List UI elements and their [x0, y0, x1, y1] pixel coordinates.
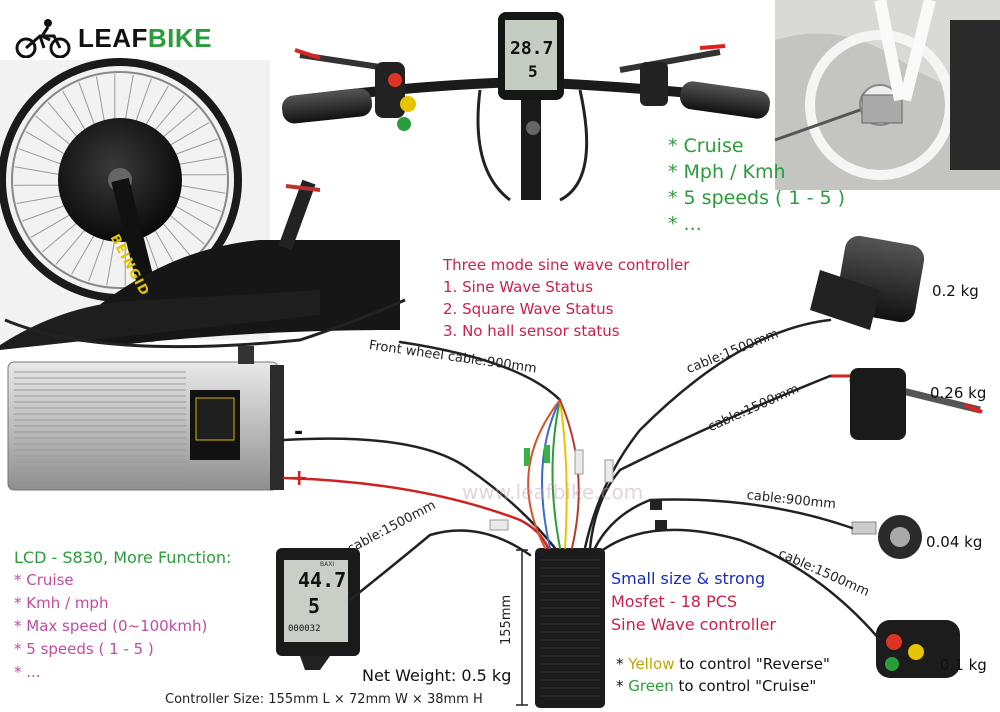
lcd-bottom-pas: 5 [308, 594, 321, 618]
lcd-s830 [276, 548, 360, 670]
lcd-bottom-odo: 000032 [288, 624, 321, 634]
lcd-info-item: * 5 speeds ( 1 - 5 ) [14, 640, 154, 658]
battery-negative: - [294, 420, 304, 445]
controller-feature: Mosfet - 18 PCS [611, 592, 738, 611]
hub-motor-wheel [0, 58, 406, 350]
battery-positive: + [290, 466, 309, 491]
switch-note-green: * Green to control "Cruise" [616, 675, 830, 697]
lcd-info-title: LCD - S830, More Function: [14, 548, 232, 567]
mode-item: 3. No hall sensor status [443, 322, 620, 340]
controller-dimension: 155mm [499, 594, 514, 645]
throttle-grip [810, 235, 925, 330]
brand-logo[interactable]: LEAFBIKE [14, 18, 212, 58]
controller-size: Controller Size: 155mm L × 72mm W × 38mm… [165, 692, 483, 707]
lcd-top-mode: 5 [528, 62, 538, 81]
lcd-top-speed: 28.7 [510, 38, 554, 59]
bike-rider-icon [15, 19, 71, 58]
cables [282, 318, 882, 642]
watermark: www.leafbike.com [462, 480, 644, 504]
pas-sensor [851, 515, 922, 559]
lcd-info-item: * Max speed (0~100kmh) [14, 617, 208, 635]
note-star: * [616, 655, 629, 673]
lcd-info-item: * Kmh / mph [14, 594, 109, 612]
pas-weight: 0.04 kg [926, 533, 983, 551]
lcd-info: LCD - S830, More Function: * Cruise * Km… [14, 547, 231, 684]
mode-item: 2. Square Wave Status [443, 300, 614, 318]
switch-note-yellow: * Yellow to control "Reverse" [616, 653, 830, 675]
lcd-bottom-speed: 44.7 [298, 568, 347, 592]
brand-name-part2: BIKE [147, 22, 213, 53]
display-features: * Cruise * Mph / Kmh * 5 speeds ( 1 - 5 … [668, 133, 845, 237]
function-switch [876, 620, 960, 678]
note-color: Green [628, 677, 674, 695]
controller-feature: Small size & strong [611, 569, 766, 588]
controller-box [516, 548, 605, 708]
handlebar-assembly [281, 12, 770, 202]
brand-name-part1: LEAF [78, 22, 148, 53]
mode-item: 1. Sine Wave Status [443, 278, 594, 296]
note-color: Yellow [628, 655, 675, 673]
lcd-bottom-brand: BAXI [320, 561, 335, 568]
controller-modes: Three mode sine wave controller 1. Sine … [443, 254, 689, 342]
brake-weight: 0.26 kg [930, 384, 987, 402]
feature-line: * Mph / Kmh [668, 161, 786, 183]
throttle-weight: 0.2 kg [932, 282, 979, 300]
controller-feature: Sine Wave controller [611, 615, 776, 634]
switch-weight: 0.1 kg [940, 656, 987, 674]
note-rest: to control "Reverse" [674, 655, 830, 673]
controller-features: Small size & strong Mosfet - 18 PCS Sine… [611, 567, 776, 636]
lcd-info-item: * ... [14, 663, 41, 681]
note-star: * [616, 677, 629, 695]
feature-line: * 5 speeds ( 1 - 5 ) [668, 187, 846, 209]
switch-notes: * Yellow to control "Reverse" * Green to… [616, 653, 830, 697]
feature-line: * Cruise [668, 135, 744, 157]
modes-title: Three mode sine wave controller [443, 256, 690, 274]
note-rest: to control "Cruise" [673, 677, 817, 695]
fork-photo [774, 0, 1000, 191]
brake-lever [830, 368, 983, 440]
controller-weight: Net Weight: 0.5 kg [362, 666, 512, 685]
feature-line: * ... [668, 213, 702, 235]
battery-pack [7, 346, 284, 491]
lcd-info-item: * Cruise [14, 571, 74, 589]
